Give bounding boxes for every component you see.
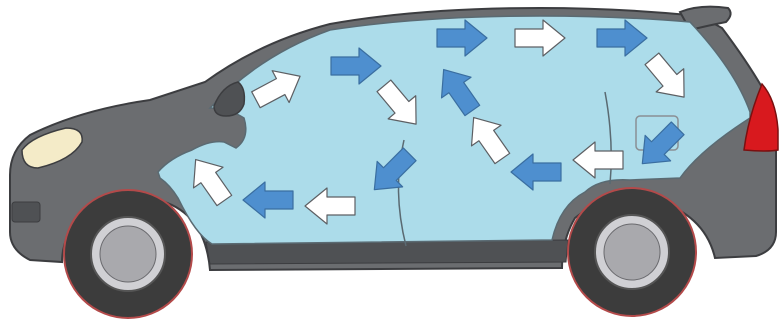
airflow-arrow-white-right <box>514 19 566 57</box>
door-seam-rear <box>604 91 612 185</box>
airflow-arrow-blue-left <box>242 181 294 219</box>
airflow-arrow-white-left <box>572 141 624 179</box>
rear-hub-cap <box>603 223 661 281</box>
airflow-arrow-white-down-right <box>644 52 685 98</box>
cabin-interior <box>157 15 751 245</box>
airflow-arrow-white-up-left <box>470 116 511 165</box>
front-hub-cap <box>99 225 157 283</box>
airflow-arrow-blue-right <box>596 19 648 57</box>
front-grille <box>11 201 41 223</box>
airflow-arrow-blue-down-left <box>373 147 417 191</box>
side-mirror <box>213 81 246 117</box>
airflow-arrow-blue-up-left <box>440 68 481 117</box>
airflow-arrow-blue-down-left <box>641 121 685 165</box>
headlight <box>21 127 83 169</box>
airflow-arrow-blue-left <box>510 153 562 191</box>
front-wheel <box>63 189 193 319</box>
airflow-arrow-white-down-right <box>376 79 417 125</box>
airflow-arrows <box>192 19 685 225</box>
airflow-arrow-white-up-left <box>192 158 233 207</box>
taillight <box>743 82 779 152</box>
airflow-arrow-white-up-right <box>251 70 301 109</box>
airflow-arrow-blue-right <box>330 47 382 85</box>
rear-wheel <box>567 187 697 317</box>
airflow-arrow-blue-right <box>436 19 488 57</box>
airflow-arrow-white-left <box>304 187 356 225</box>
